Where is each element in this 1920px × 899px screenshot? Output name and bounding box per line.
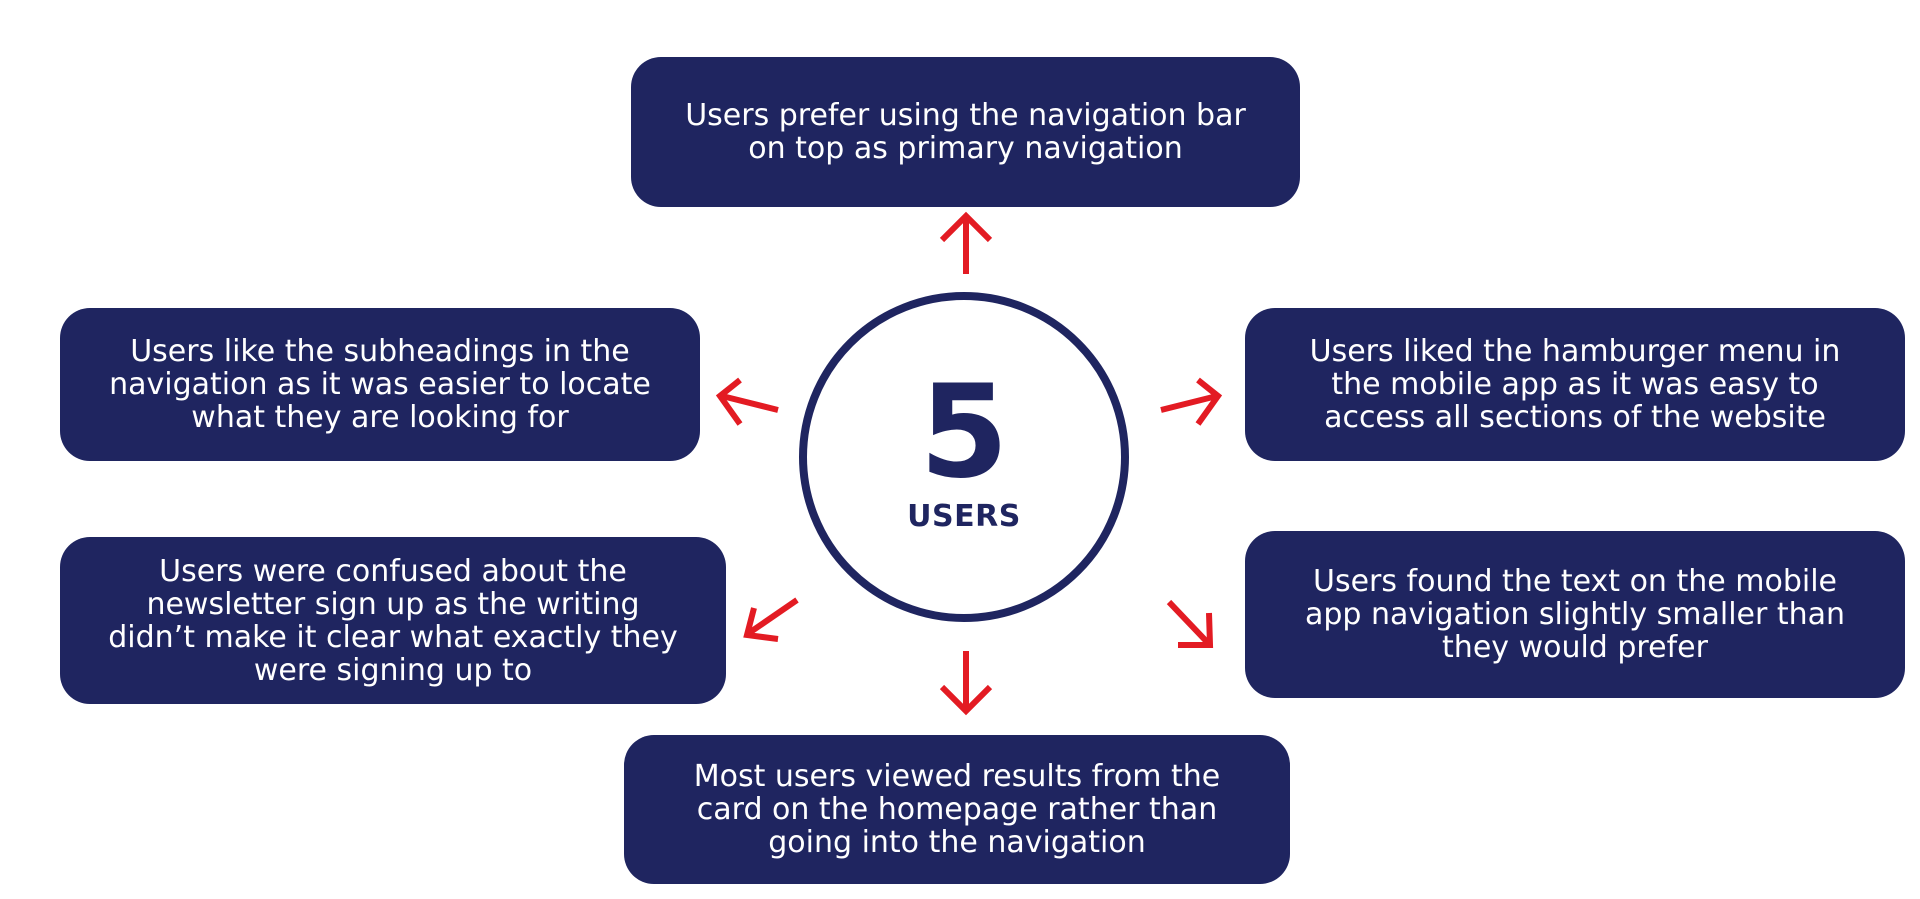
finding-text-bottom: Most users viewed results from the card …	[693, 759, 1221, 860]
finding-card-bottom: Most users viewed results from the card …	[624, 735, 1290, 884]
finding-text-left-lower: Users were confused about the newsletter…	[108, 553, 678, 688]
arrow-right-lower-icon	[1166, 599, 1214, 648]
finding-card-left-lower: Users were confused about the newsletter…	[60, 537, 726, 704]
finding-card-right-upper: Users liked the hamburger menu in the mo…	[1245, 308, 1905, 461]
arrow-up-icon	[939, 211, 993, 274]
finding-card-left-upper: Users like the subheadings in the naviga…	[60, 308, 700, 461]
finding-text-left-upper: Users like the subheadings in the naviga…	[109, 334, 651, 435]
finding-text-right-lower: Users found the text on the mobile app n…	[1304, 564, 1846, 665]
user-count-label: USERS	[907, 498, 1021, 534]
arrow-left-upper-icon	[715, 377, 779, 426]
finding-card-top: Users prefer using the navigation bar on…	[631, 57, 1300, 207]
finding-text-top: Users prefer using the navigation bar on…	[685, 98, 1246, 166]
user-count: 5	[919, 357, 1009, 507]
arrow-right-upper-icon	[1160, 377, 1223, 426]
center-circle: 5 USERS	[799, 292, 1129, 622]
arrow-left-lower-icon	[743, 597, 799, 642]
arrow-down-icon	[939, 651, 993, 716]
finding-text-right-upper: Users liked the hamburger menu in the mo…	[1309, 334, 1841, 435]
finding-card-right-lower: Users found the text on the mobile app n…	[1245, 531, 1905, 698]
